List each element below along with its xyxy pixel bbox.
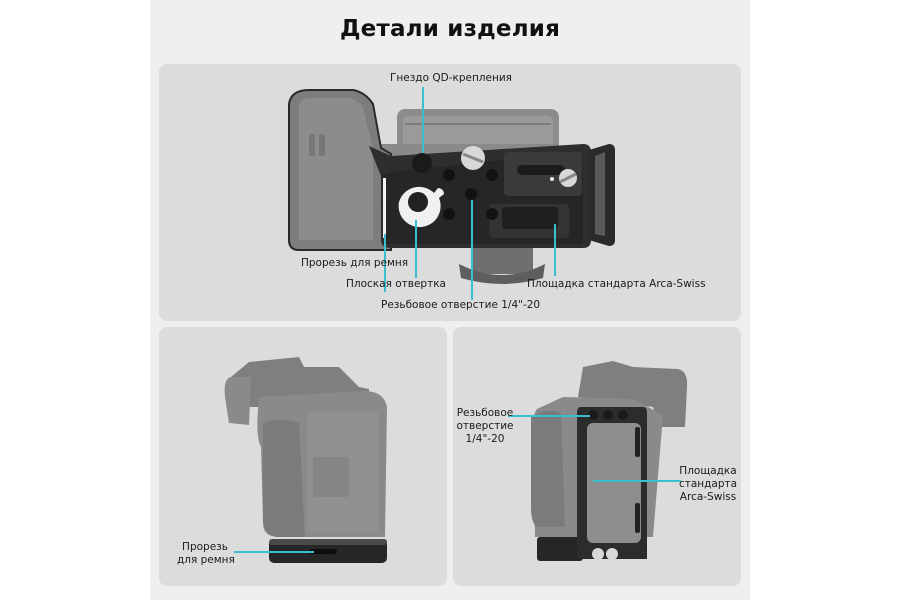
callout-strap-slot: Прорезь для ремня (301, 257, 409, 269)
page-title: Детали изделия (339, 16, 561, 42)
callout-line-threaded-side (508, 415, 590, 417)
callout-threaded-hole-side: Резьбовое отверстие 1/4"-20 (456, 407, 514, 445)
callout-qd-socket: Гнездо QD-крепления (390, 72, 512, 84)
callout-line-arca (554, 224, 556, 276)
callout-line-strap-side (234, 551, 314, 553)
callout-line-arca-side (593, 480, 681, 482)
callout-flat-screwdriver: Плоская отвертка (346, 278, 446, 290)
callout-arca-swiss-side: Площадка стандарта Arca-Swiss (678, 465, 738, 503)
callout-line-qd (422, 87, 424, 153)
camera-bottom-view-illustration (288, 89, 615, 284)
callout-arca-swiss: Площадка стандарта Arca-Swiss (527, 278, 706, 290)
callout-line-threaded (471, 200, 473, 300)
callout-strap-slot-side: Прорезь для ремня (177, 541, 235, 566)
panel-grip-side-view: Прорезь для ремня (159, 327, 447, 586)
camera-grip-side-illustration (224, 357, 387, 563)
callout-threaded-hole: Резьбовое отверстие 1/4"-20 (381, 299, 541, 311)
panel-bottom-view: Гнездо QD-крепления Прорезь для ремня Пл… (159, 64, 741, 321)
callout-line-screwdriver (415, 220, 417, 278)
panel-plate-side-view: Резьбовое отверстие 1/4"-20 Площадка ста… (453, 327, 741, 586)
camera-plate-side-illustration (531, 361, 688, 561)
callout-line-strap (384, 234, 386, 292)
